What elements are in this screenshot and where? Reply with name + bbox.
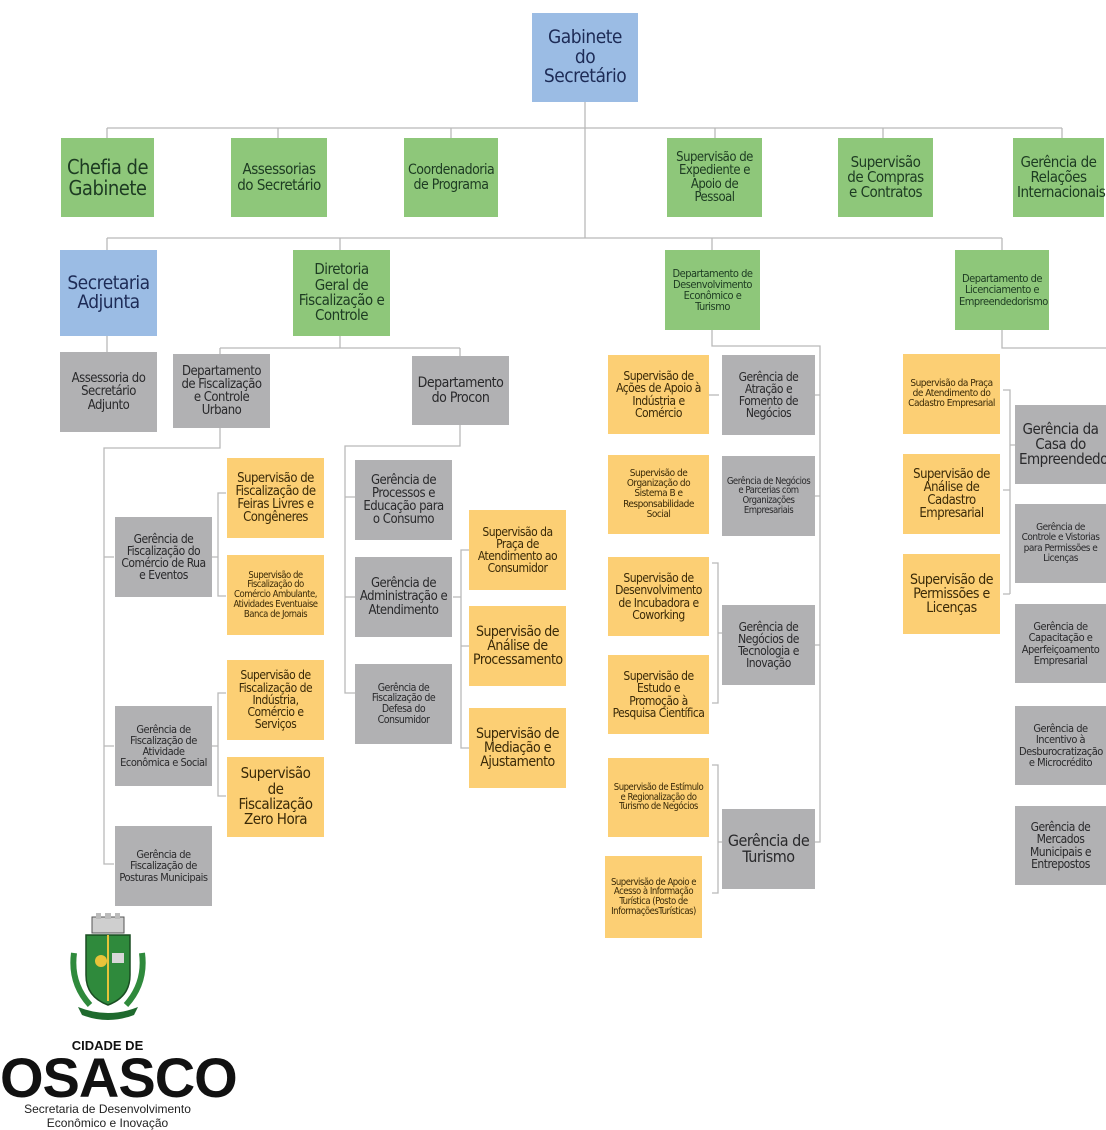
node-gerencia-incentivo: Gerência de Incentivo à Desburocratizaçã… xyxy=(1015,706,1106,785)
node-gerencia-casa-empreendedor: Gerência da Casa do Empreendedor xyxy=(1015,405,1106,484)
logo-cidade-text: CIDADE DE xyxy=(71,1038,144,1053)
node-supervisao-zero-hora: Supervisão de Fiscalização Zero Hora xyxy=(227,757,324,837)
node-supervisao-analise-processamento: Supervisão de Análise de Processamento xyxy=(469,606,566,686)
node-supervisao-acoes-apoio: Supervisão de Ações de Apoio à Indústria… xyxy=(608,355,709,434)
node-departamento-fiscalizacao: Departamento de Fiscalização e Controle … xyxy=(173,354,270,428)
node-supervisao-mediacao: Supervisão de Mediação e Ajustamento xyxy=(469,708,566,788)
node-departamento-licenciamento: Departamento de Licenciamento e Empreend… xyxy=(955,250,1049,330)
osasco-logo: CIDADE DE OSASCO Secretaria de Desenvolv… xyxy=(0,913,238,1130)
node-gerencia-posturas-municipais: Gerência de Fiscalização de Posturas Mun… xyxy=(115,826,212,906)
node-supervisao-analise-cadastro: Supervisão de Análise de Cadastro Empres… xyxy=(903,454,1000,534)
node-gerencia-atividade-economica: Gerência de Fiscalização de Atividade Ec… xyxy=(115,706,212,786)
node-supervisao-estudo-pesquisa: Supervisão de Estudo e Promoção à Pesqui… xyxy=(608,655,709,734)
node-supervisao-organizacao-sistema-b: Supervisão de Organização do Sistema B e… xyxy=(608,455,709,534)
node-supervisao-compras: Supervisão de Compras e Contratos xyxy=(838,138,933,217)
node-departamento-desenvolvimento: Departamento de Desenvolvimento Econômic… xyxy=(665,250,760,330)
node-supervisao-feiras-livres: Supervisão de Fiscalização de Feiras Liv… xyxy=(227,458,324,538)
node-gerencia-processos-educacao: Gerência de Processos e Educação para o … xyxy=(355,460,452,540)
node-gerencia-comercio-rua: Gerência de Fiscalização do Comércio de … xyxy=(115,517,212,597)
root-gabinete-do-secretario: Gabinete do Secretário xyxy=(532,13,638,102)
coat-of-arms-icon xyxy=(70,913,146,1020)
node-supervisao-praca-consumidor: Supervisão da Praça de Atendimento ao Co… xyxy=(469,510,566,590)
node-chefia-de-gabinete: Chefia de Gabinete xyxy=(61,138,154,217)
node-gerencia-controle-vistorias: Gerência de Controle e Vistorias para Pe… xyxy=(1015,504,1106,583)
node-supervisao-permissoes: Supervisão de Permissões e Licenças xyxy=(903,554,1000,634)
logo-secretaria-line1: Secretaria de Desenvolvimento xyxy=(24,1102,191,1116)
node-supervisao-expediente: Supervisão de Expediente e Apoio de Pess… xyxy=(667,138,762,217)
node-gerencia-atracao-fomento: Gerência de Atração e Fomento de Negócio… xyxy=(722,355,815,435)
node-supervisao-comercio-ambulante: Supervisão de Fiscalização do Comércio A… xyxy=(227,555,324,635)
node-gerencia-tecnologia-inovacao: Gerência de Negócios de Tecnologia e Ino… xyxy=(722,605,815,685)
node-supervisao-apoio-informacao: Supervisão de Apoio e Acesso à Informaçã… xyxy=(605,856,702,938)
node-gerencia-capacitacao: Gerência de Capacitação e Aperfeiçoament… xyxy=(1015,604,1106,683)
node-assessoria-secretario-adjunto: Assessoria do Secretário Adjunto xyxy=(60,352,157,432)
node-secretaria-adjunta: Secretaria Adjunta xyxy=(60,250,157,336)
node-gerencia-mercados: Gerência de Mercados Municipais e Entrep… xyxy=(1015,806,1106,885)
node-departamento-procon: Departamento do Procon xyxy=(412,356,509,425)
node-supervisao-praca-cadastro: Supervisão da Praça de Atendimento do Ca… xyxy=(903,354,1000,434)
node-supervisao-industria-comercio: Supervisão de Fiscalização de Indústria,… xyxy=(227,660,324,740)
node-diretoria-geral: Diretoria Geral de Fiscalização e Contro… xyxy=(293,250,390,336)
node-coordenadoria-de-programa: Coordenadoria de Programa xyxy=(404,138,498,217)
logo-osasco-text: OSASCO xyxy=(0,1046,238,1109)
node-gerencia-defesa-consumidor: Gerência de Fiscalização de Defesa do Co… xyxy=(355,664,452,744)
node-assessorias-do-secretario: Assessorias do Secretário xyxy=(231,138,327,217)
node-gerencia-administracao: Gerência de Administração e Atendimento xyxy=(355,557,452,637)
logo-secretaria-text: Secretaria de Desenvolvimento Econômico … xyxy=(0,1102,215,1130)
logo-secretaria-line2: Econômico e Inovação xyxy=(46,1116,169,1130)
node-gerencia-turismo: Gerência de Turismo xyxy=(722,809,815,889)
node-gerencia-relacoes-internacionais: Gerência de Relações Internacionais xyxy=(1013,138,1106,217)
node-gerencia-negocios-parcerias: Gerência de Negócios e Parcerias com Org… xyxy=(722,456,815,536)
node-supervisao-incubadora: Supervisão de Desenvolvimento de Incubad… xyxy=(608,557,709,636)
node-supervisao-estimulo-turismo: Supervisão de Estímulo e Regionalização … xyxy=(608,758,709,837)
